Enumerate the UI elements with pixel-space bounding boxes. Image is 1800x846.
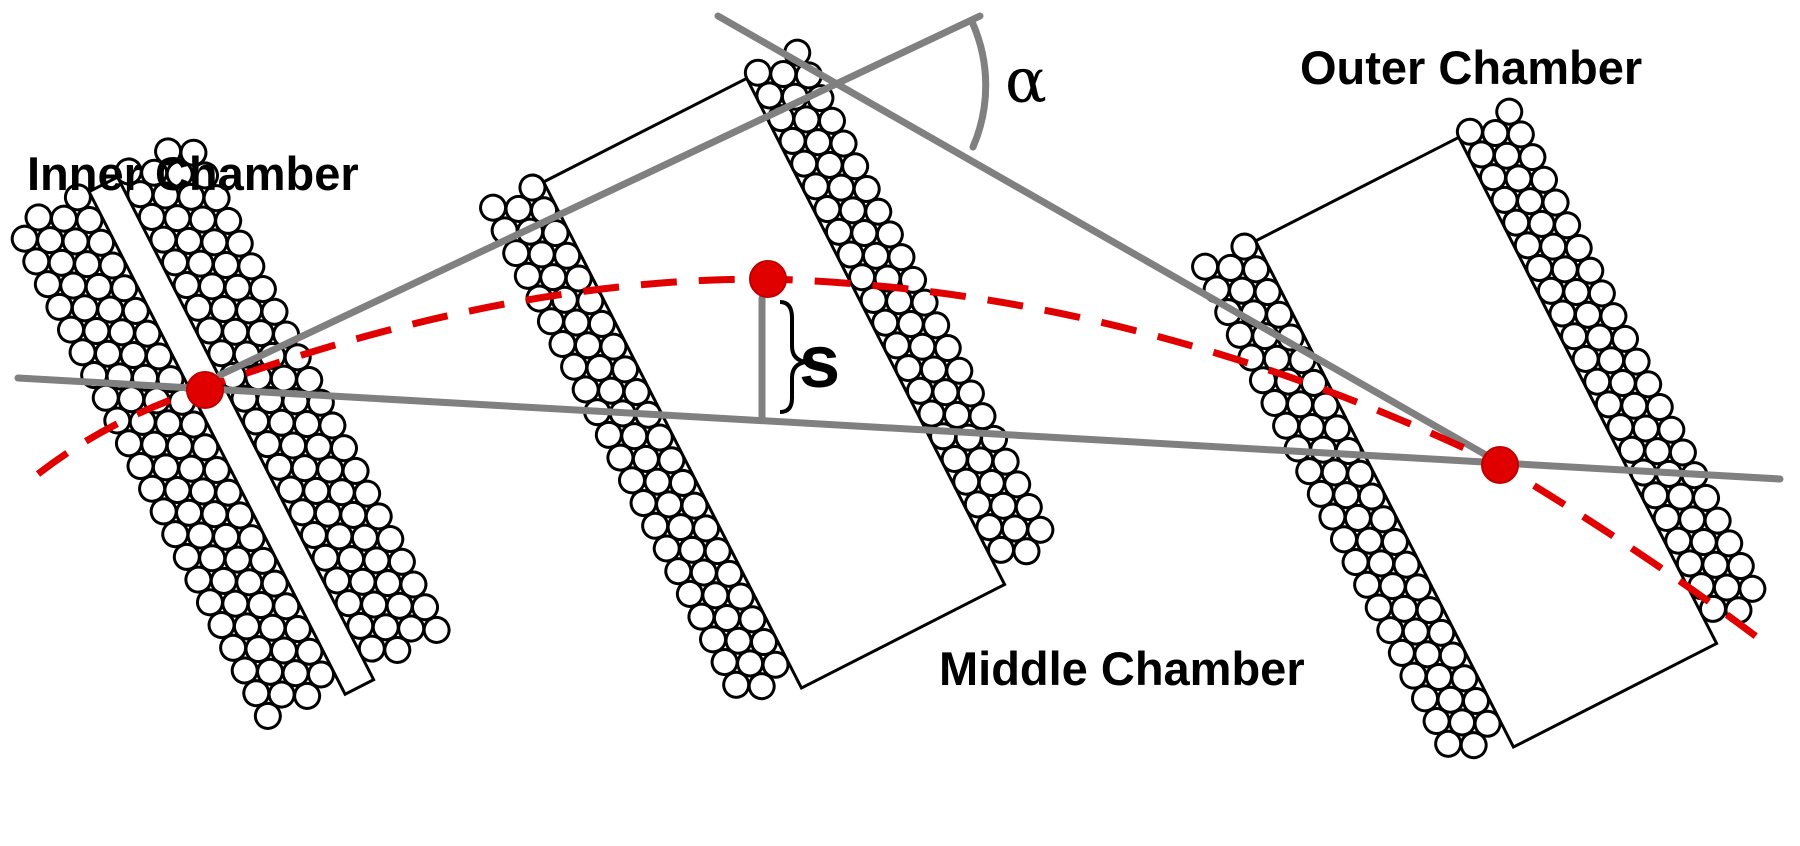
middle-chamber <box>479 38 1055 701</box>
outer-chamber-left-tube-layers <box>1191 232 1502 760</box>
outer-chamber-label: Outer Chamber <box>1300 41 1643 94</box>
drift-tube <box>383 635 412 664</box>
drift-tube <box>722 670 751 699</box>
drift-tube <box>1434 729 1463 758</box>
inner-hit-marker <box>186 371 224 409</box>
middle-hit-marker <box>749 260 787 298</box>
outer-hit-marker <box>1481 446 1519 484</box>
drift-tube <box>253 701 282 730</box>
drift-tube <box>422 615 451 644</box>
drift-tube <box>293 681 322 710</box>
inner-chamber <box>10 137 451 730</box>
middle-chamber-label: Middle Chamber <box>939 642 1305 695</box>
drift-tube <box>267 680 296 709</box>
outer-segment-direction-line <box>714 12 1504 467</box>
inner-chamber-right-tube-layers <box>114 137 451 664</box>
drift-tube <box>397 614 426 643</box>
drift-tube <box>986 535 1015 564</box>
drift-tube <box>1012 537 1041 566</box>
angle-alpha-label: α <box>1005 44 1047 117</box>
drift-tube <box>747 672 776 701</box>
sagitta-label: s <box>799 320 841 403</box>
drift-tube <box>1026 515 1055 544</box>
drift-tube <box>1459 731 1488 760</box>
middle-chamber-left-tube-layers <box>479 173 790 701</box>
inner-chamber-label: Inner Chamber <box>27 147 359 200</box>
inner-chamber-left-tube-layers <box>10 183 336 730</box>
drift-tube <box>1738 574 1767 603</box>
sagitta-brace <box>779 300 807 414</box>
inner-segment-direction-line <box>216 12 984 379</box>
drift-tube <box>357 634 386 663</box>
angle-alpha-arc <box>969 20 990 151</box>
hit-markers <box>186 260 1519 484</box>
